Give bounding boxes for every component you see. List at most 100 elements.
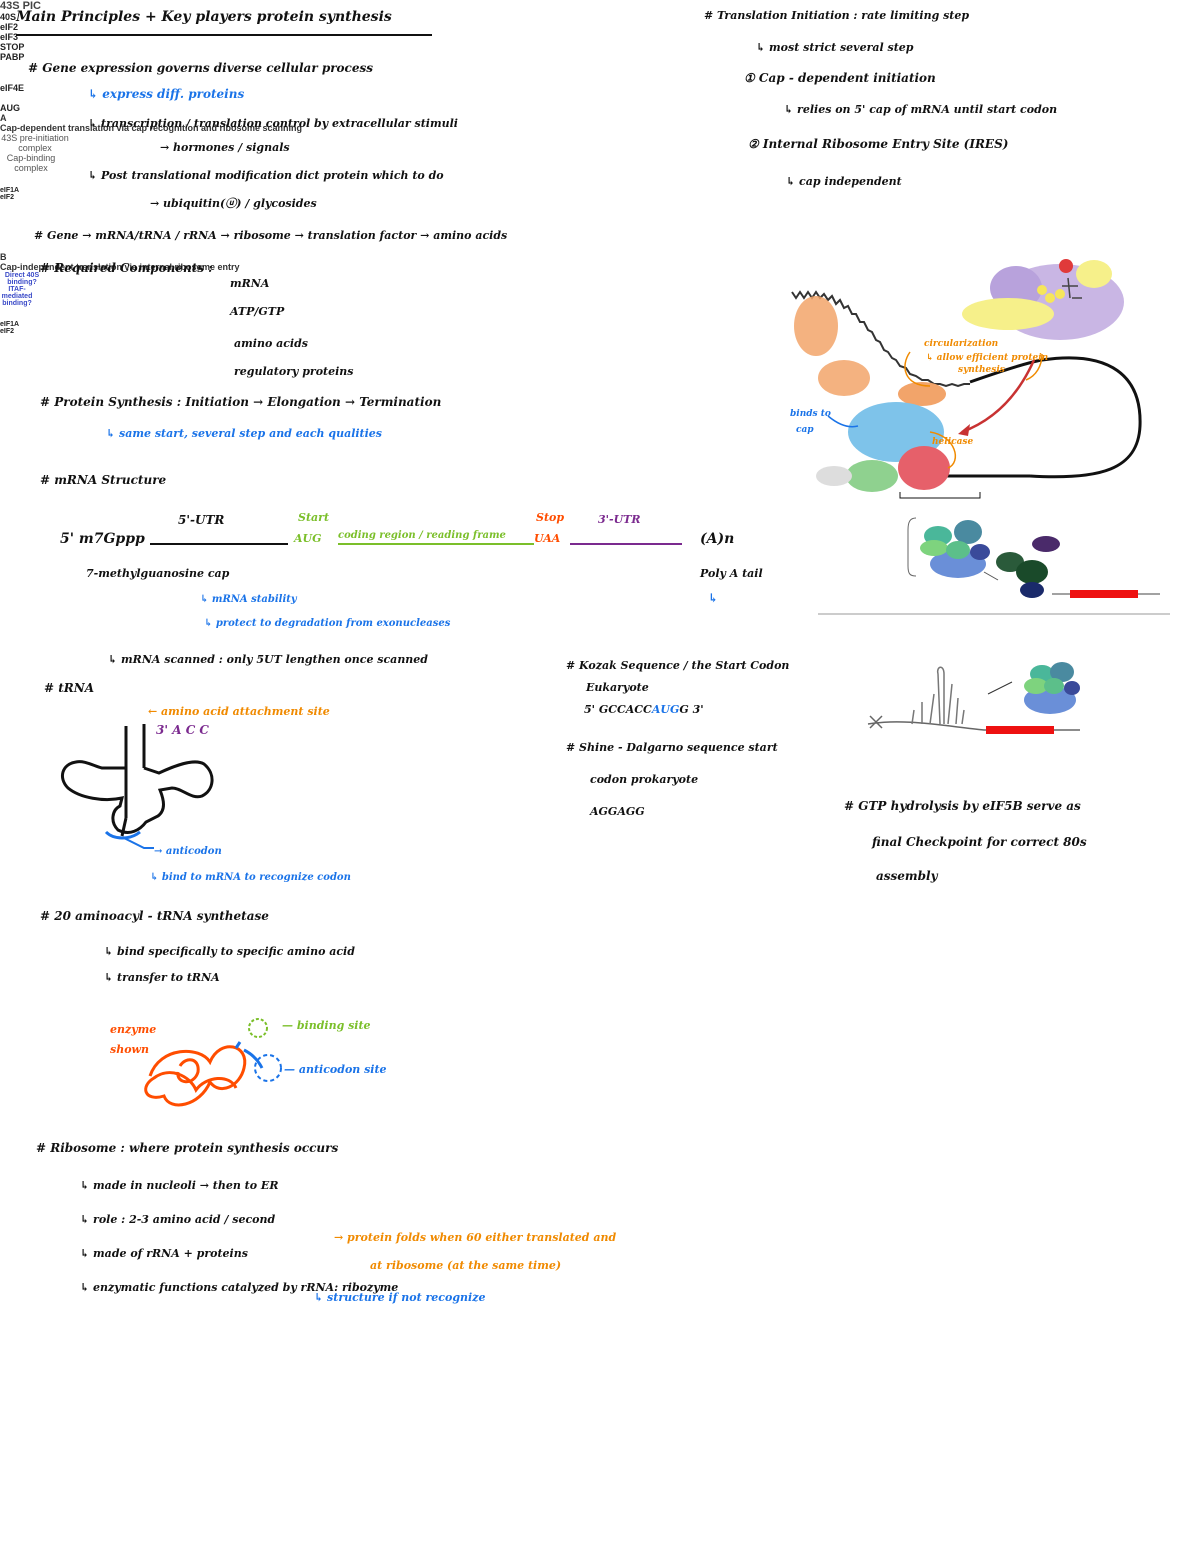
- bullet-mrna-structure: # mRNA Structure: [40, 473, 167, 487]
- bullet-protein-synthesis: # Protein Synthesis : Initiation → Elong…: [40, 395, 442, 409]
- mrna-coding-region: coding region / reading frame: [338, 530, 506, 541]
- note-hormones: → hormones / signals: [160, 141, 290, 154]
- trna-cca-end: 3' A C C: [156, 723, 209, 737]
- fig-eif4e: eIF4E: [0, 83, 25, 93]
- fig-b-eif1a: eIF1A: [0, 187, 20, 194]
- bullet-ribosome: # Ribosome : where protein synthesis occ…: [36, 1141, 339, 1155]
- fig-b-eif4a: eIF4A: [0, 215, 20, 222]
- component-item: ATP/GTP: [230, 305, 285, 318]
- fig-stop: STOP: [0, 42, 25, 52]
- fig-b-eif3: eIF3: [0, 180, 15, 187]
- fig-caption-a: Cap-dependent translation via cap recogn…: [0, 123, 303, 133]
- fig-direct-40s-binding: Direct 40S binding?: [4, 272, 40, 286]
- component-item: amino acids: [234, 337, 308, 350]
- gtp-note-line2: final Checkpoint for correct 80s: [872, 835, 1087, 849]
- page-title: Main Principles + Key players protein sy…: [16, 9, 392, 25]
- note-transfer-trna: ↳ transfer to tRNA: [104, 971, 220, 984]
- ires-heading: ② Internal Ribosome Entry Site (IRES): [748, 137, 1009, 151]
- note-ribosome-role: ↳ role : 2-3 amino acid / second: [80, 1213, 276, 1226]
- fig-note-synthesis: synthesis: [958, 365, 1005, 375]
- bullet-gene-flow: # Gene → mRNA/tRNA / rRNA → ribosome → t…: [34, 229, 508, 242]
- mrna-aug-label: AUG: [294, 532, 322, 545]
- fig-c-40s: 40S: [0, 342, 15, 351]
- fig-note-binds-to: binds to: [790, 409, 831, 419]
- fig-b-eif5: eIF5: [0, 201, 15, 208]
- note-made-of-rrna: ↳ made of rRNA + proteins: [80, 1247, 248, 1260]
- kozak-eukaryote: Eukaryote: [586, 681, 649, 694]
- mrna-start-label: Start: [298, 511, 330, 524]
- fig-note-efficient: ↳ allow efficient protein: [926, 353, 1049, 363]
- ires-figure: [867, 662, 1080, 734]
- note-relies-5prime-cap: ↳ relies on 5' cap of mRNA until start c…: [784, 103, 1058, 116]
- mrna-5utr-label: 5'-UTR: [178, 513, 225, 527]
- note-made-in-nucleoli: ↳ made in nucleoli → then to ER: [80, 1179, 279, 1192]
- fig-43s-pic: 43S PIC: [0, 0, 41, 12]
- fig-pre-initiation-complex: 43S pre-initiation complex: [1, 133, 69, 153]
- fig-b-cap: Cap: [0, 236, 14, 243]
- mrna-stop-label: Stop: [536, 511, 565, 524]
- cap-dependent-heading: ① Cap - dependent initiation: [744, 71, 936, 85]
- fig-eif4g: eIF4G: [0, 62, 28, 73]
- fig-aug: AUG: [0, 103, 20, 113]
- note-same-time: at ribosome (at the same time): [370, 1259, 562, 1272]
- note-post-translational: ↳ Post translational modification dict p…: [88, 169, 444, 182]
- note-express-proteins: ↳ express diff. proteins: [88, 87, 245, 101]
- synthetase-label-enzyme: enzyme: [110, 1023, 157, 1036]
- kozak-sequence: 5' GCCACCAUGG 3': [584, 703, 704, 716]
- note-protein-folds: → protein folds when 60 either translate…: [334, 1231, 617, 1244]
- gtp-note-line3: assembly: [876, 869, 938, 883]
- mrna-polya-tail: Poly A tail: [700, 567, 763, 580]
- fig-c-eif1a: eIF1A: [0, 321, 20, 328]
- kozak-seq-prefix: 5' GCCACC: [584, 703, 652, 716]
- component-item: mRNA: [230, 277, 270, 290]
- fig-b-eif2: eIF2: [0, 194, 15, 201]
- kozak-heading: # Kozak Sequence / the Start Codon: [566, 659, 790, 672]
- synthetase-label-shown: shown: [110, 1043, 149, 1056]
- trna-cloverleaf-sketch: [60, 724, 214, 849]
- fig-eif2: eIF2: [0, 22, 19, 32]
- figure-divider: [818, 613, 1170, 615]
- fig-b-eif4g: eIF4G: [0, 222, 20, 229]
- initiation-complexes-figure: [907, 517, 1160, 598]
- fig-b-40s: 40S: [0, 208, 13, 215]
- note-structure-recognize: ↳ structure if not recognize: [314, 1291, 486, 1304]
- note-bind-specific: ↳ bind specifically to specific amino ac…: [104, 945, 355, 958]
- note-mrna-stability: ↳ mRNA stability: [200, 594, 297, 605]
- mrna-3utr-label: 3'-UTR: [598, 513, 641, 526]
- bullet-gene-expression: # Gene expression governs diverse cellul…: [28, 61, 373, 75]
- fig-caption-b: Cap-independent translation via internal…: [0, 262, 240, 272]
- synthetase-binding-site: — binding site: [282, 1019, 371, 1032]
- polya-arrow: ↳: [708, 591, 719, 605]
- mrna-polya: (A)n: [700, 531, 735, 547]
- note-cap-independent: ↳ cap independent: [786, 175, 902, 188]
- bullet-aminoacyl-trna-synthetase: # 20 aminoacyl - tRNA synthetase: [40, 909, 269, 923]
- fig-eif4a: eIF4A: [0, 73, 25, 83]
- gtp-note-line1: # GTP hydrolysis by eIF5B serve as: [844, 799, 1081, 813]
- fig-c-eif1: eIF1: [0, 307, 15, 314]
- fig-c-eif2: eIF2: [0, 328, 15, 335]
- fig-40s: 40S: [0, 12, 17, 22]
- fig-note-circularization: circularization: [924, 339, 999, 349]
- fig-pabp: PABP: [0, 52, 25, 62]
- mrna-uaa-label: UAA: [534, 532, 561, 545]
- translation-initiation-heading: # Translation Initiation : rate limiting…: [704, 9, 970, 22]
- fig-eif3: eIF3: [0, 32, 19, 42]
- bullet-trna: # tRNA: [44, 681, 95, 695]
- fig-b-eif4e: eIF4E: [0, 229, 19, 236]
- fig-itaf-binding: ITAF-mediated binding?: [1, 286, 33, 307]
- synthetase-anticodon-site: — anticodon site: [284, 1063, 387, 1076]
- synthetase-enzyme-sketch: [144, 1018, 282, 1107]
- bullet-required-components: # Required Components :: [40, 261, 213, 275]
- shine-dalgarno-heading: # Shine - Dalgarno sequence start: [566, 741, 778, 754]
- note-ubiquitin: → ubiquitin(ⓤ) / glycosides: [150, 197, 317, 210]
- note-protect-degradation: ↳ protect to degradation from exonucleas…: [204, 618, 451, 629]
- mrna-line-diagram: [150, 543, 682, 545]
- fig-cap-binding-complex: Cap-binding complex: [6, 153, 56, 173]
- mrna-5prime-cap: 5' m7Gppp: [60, 531, 145, 547]
- trna-amino-acid-site: ← amino acid attachment site: [148, 705, 330, 718]
- note-strict-step: ↳ most strict several step: [756, 41, 914, 54]
- trna-anticodon: → anticodon: [154, 846, 222, 857]
- trna-bind-codon: ↳ bind to mRNA to recognize codon: [150, 872, 351, 883]
- fig-aug-c: AUG: [0, 351, 18, 360]
- mrna-7methyl-cap: 7-methylguanosine cap: [86, 567, 230, 580]
